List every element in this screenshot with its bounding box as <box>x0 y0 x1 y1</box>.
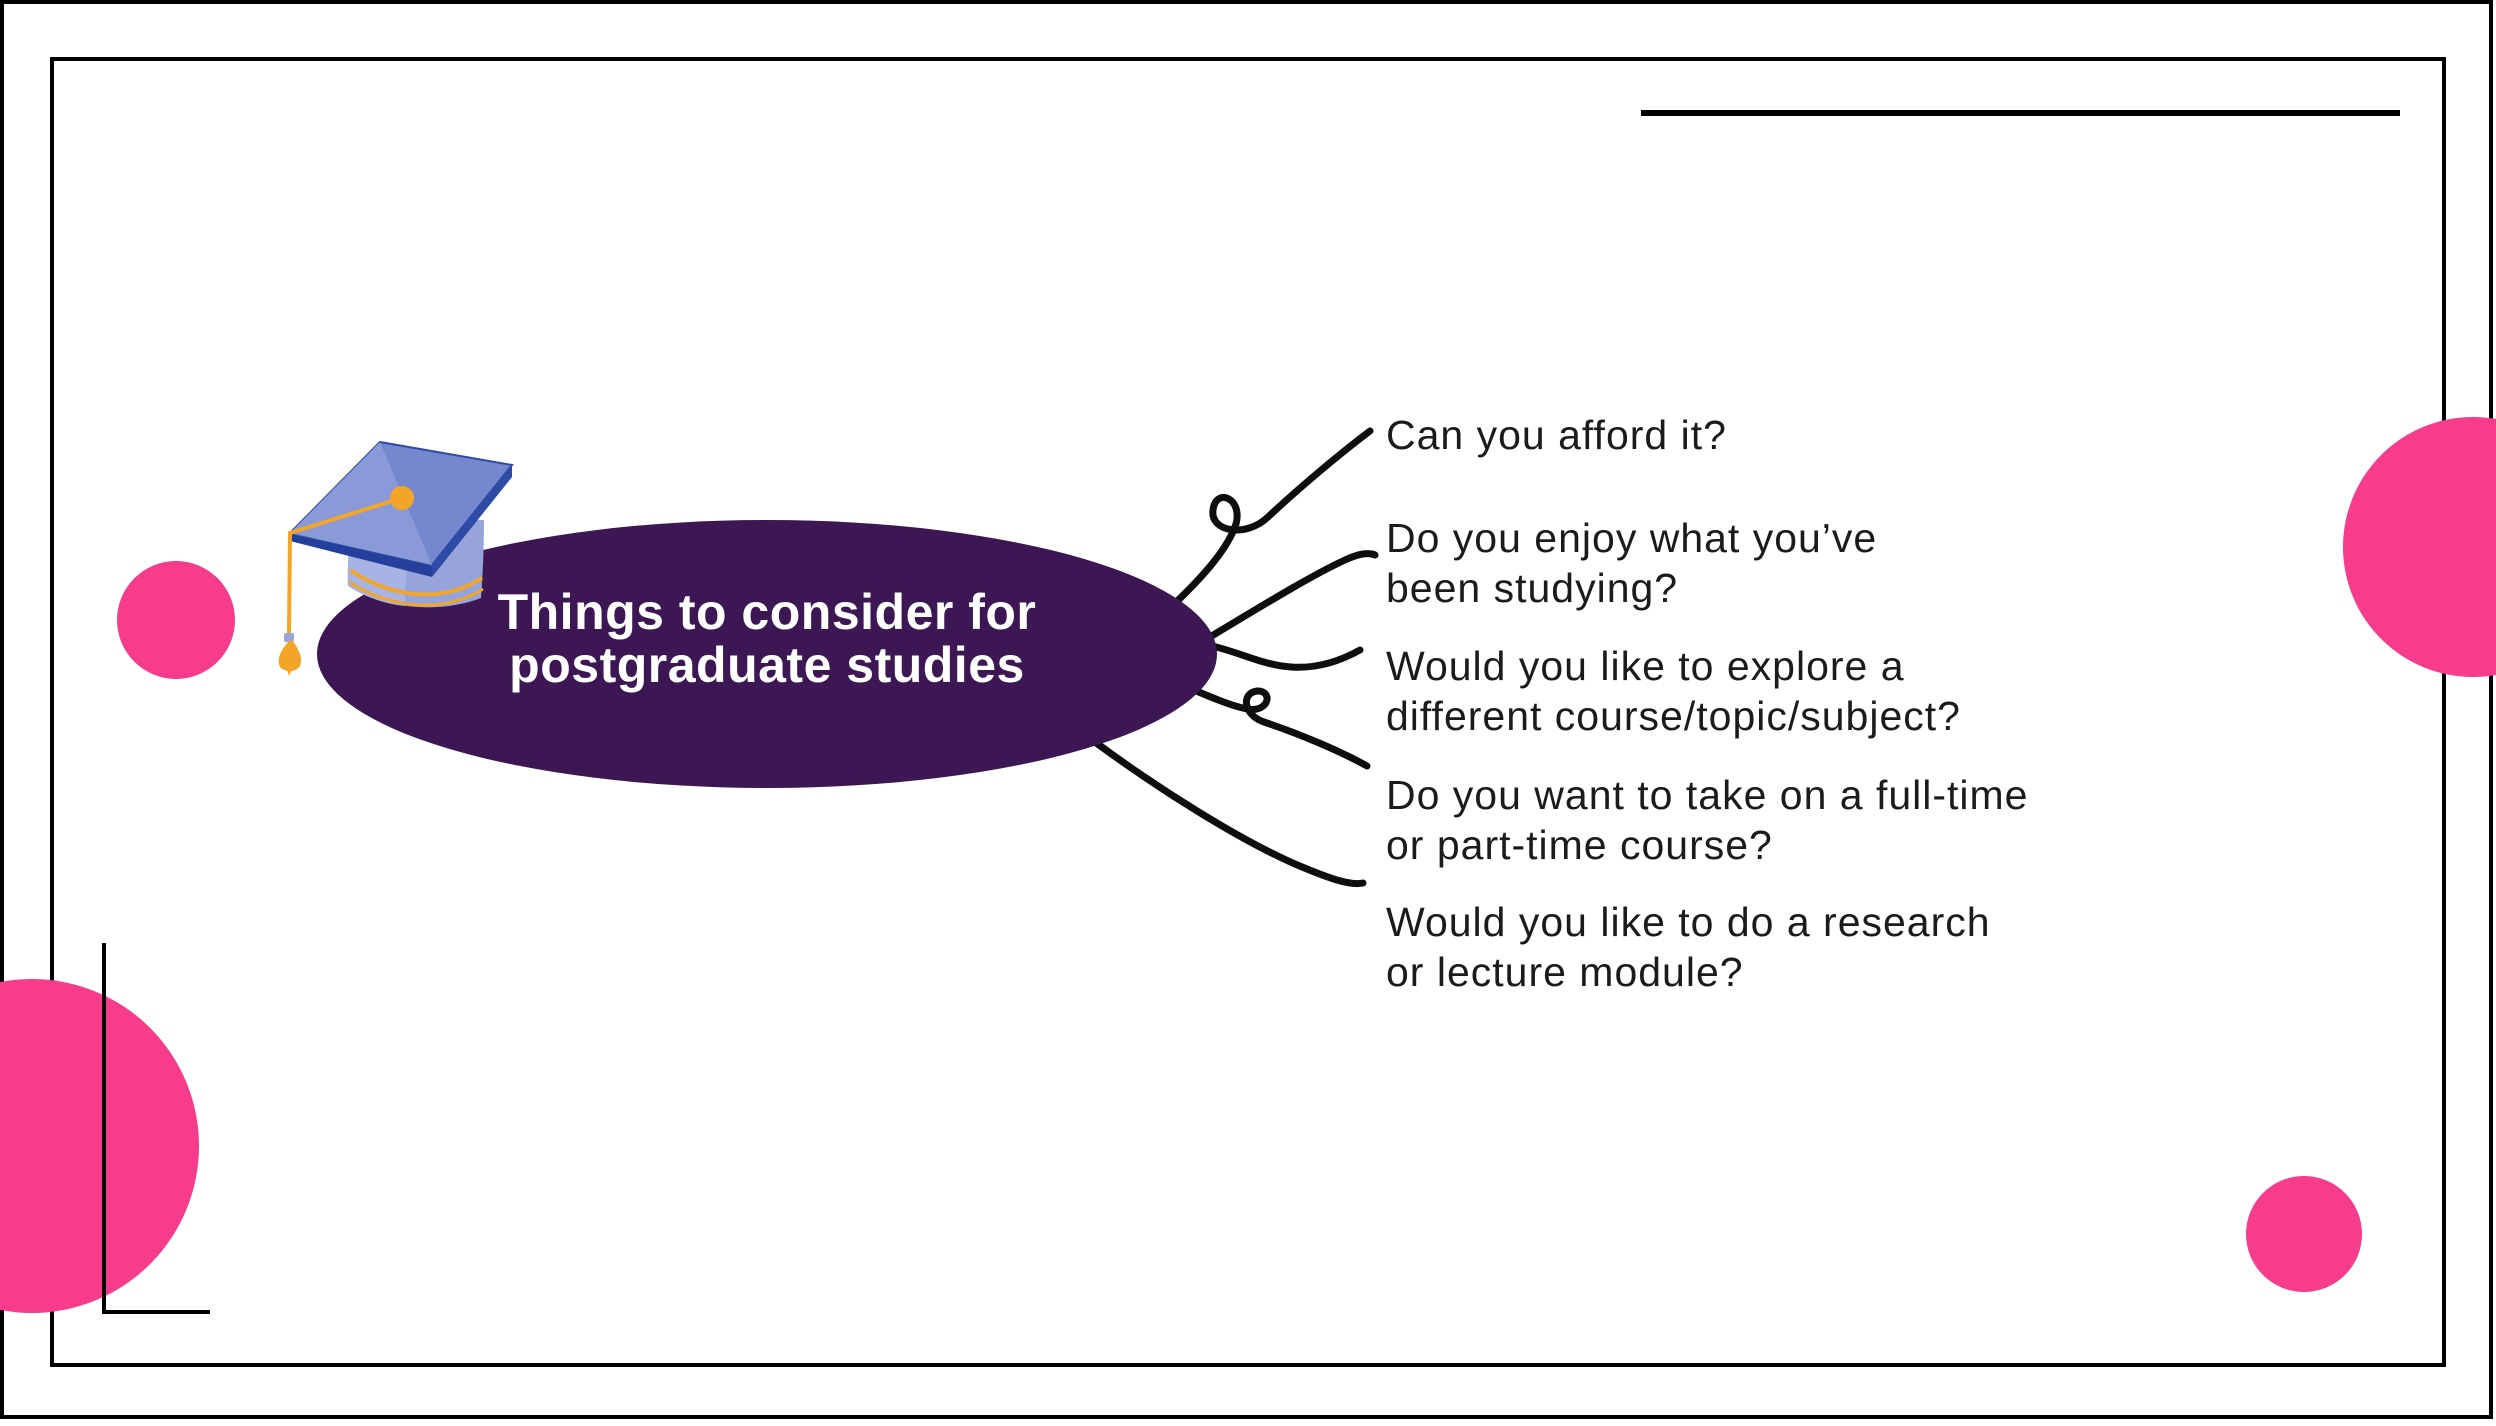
pink-circle-bottom-right <box>2246 1176 2362 1292</box>
question-line: Can you afford it? <box>1386 412 1727 458</box>
board-top-face-highlight <box>290 442 432 565</box>
question-line: Would you like to explore a <box>1386 643 1905 689</box>
question-line: or part-time course? <box>1386 822 1773 868</box>
cap-trim-line-2 <box>348 580 484 607</box>
board-edge-right <box>432 465 512 577</box>
branch-line-3 <box>1204 641 1364 671</box>
question-research-or-lecture: Would you like to do a research or lectu… <box>1386 897 1991 997</box>
tassel-end <box>278 641 302 672</box>
question-enjoy-studying: Do you enjoy what you’ve been studying? <box>1386 513 1877 613</box>
branch-line-5 <box>1091 738 1367 888</box>
branch-line-4 <box>1174 679 1371 770</box>
bottom-left-corner-line-horizontal <box>102 1310 210 1314</box>
tassel-tip <box>287 669 292 676</box>
question-line: Do you enjoy what you’ve <box>1386 515 1878 561</box>
question-line: Do you want to take on a full-time <box>1386 772 2029 818</box>
central-title-line2: postgraduate studies <box>509 637 1025 693</box>
tassel-cord <box>287 496 403 637</box>
question-line: or lecture module? <box>1386 949 1744 995</box>
pink-circle-left <box>117 561 235 679</box>
question-afford: Can you afford it? <box>1386 410 1727 460</box>
board-edge-left <box>290 533 432 577</box>
bottom-left-corner-line-vertical <box>102 943 106 1314</box>
question-line: Would you like to do a research <box>1386 899 1991 945</box>
inner-frame-border <box>50 57 2446 1367</box>
central-title-line1: Things to consider for <box>497 584 1037 640</box>
branch-line-1 <box>1166 427 1374 612</box>
top-right-accent-line <box>1641 110 2400 116</box>
question-full-or-part-time: Do you want to take on a full-time or pa… <box>1386 770 2028 870</box>
branch-line-2 <box>1201 550 1379 644</box>
cap-trim-line-1 <box>348 568 484 597</box>
question-line: different course/topic/subject? <box>1386 693 1961 739</box>
central-topic-title: Things to consider for postgraduate stud… <box>317 586 1217 692</box>
question-line: been studying? <box>1386 565 1679 611</box>
tassel-connector <box>284 633 294 642</box>
tassel-button <box>390 486 414 510</box>
question-explore-different: Would you like to explore a different co… <box>1386 641 1961 741</box>
